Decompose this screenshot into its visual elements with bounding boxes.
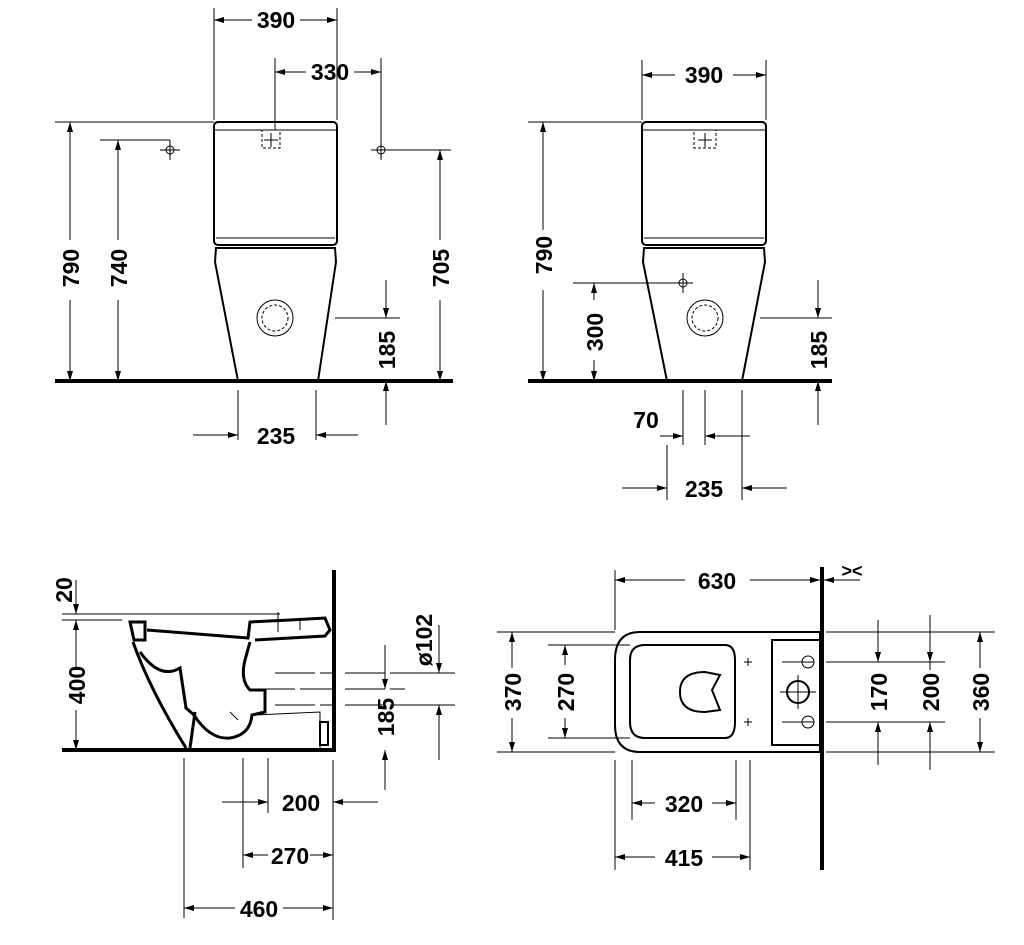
dim-270: 270 <box>553 673 579 711</box>
bowl-trap <box>131 641 267 749</box>
dim-185: 185 <box>806 331 832 370</box>
dim-400: 400 <box>64 666 90 704</box>
dim-740: 740 <box>106 249 132 287</box>
outlet-circle <box>256 299 294 337</box>
dim-320: 320 <box>665 791 703 817</box>
dim-200: 200 <box>918 673 944 711</box>
flush-button-icon <box>261 129 281 149</box>
bowl-outline <box>614 631 821 753</box>
front-view: 390 330 790 740 705 185 235 <box>55 7 454 449</box>
dim-390: 390 <box>685 62 723 88</box>
dim-200: 200 <box>282 790 320 816</box>
bowl-rim <box>128 616 332 642</box>
dim-300: 300 <box>582 313 608 351</box>
side-view: 390 790 300 185 70 235 <box>528 60 832 502</box>
wall-gap-symbol: >< <box>841 561 862 581</box>
dim-460: 460 <box>240 896 278 922</box>
bowl <box>213 247 338 382</box>
dim-330: 330 <box>311 59 349 85</box>
dim-20: 20 <box>51 577 77 603</box>
dim-370: 370 <box>500 673 526 711</box>
dim-270: 270 <box>271 843 309 869</box>
dim-235: 235 <box>685 476 724 502</box>
section-view: 20 400 ø102 185 200 270 460 <box>51 570 455 922</box>
dim-360: 360 <box>968 673 994 711</box>
dim-415: 415 <box>665 845 704 871</box>
cistern <box>641 121 767 246</box>
bowl <box>641 247 767 382</box>
dim-170: 170 <box>866 673 892 711</box>
dim-630: 630 <box>698 568 736 594</box>
dim-235: 235 <box>257 423 296 449</box>
dim-185: 185 <box>374 331 400 370</box>
dim-185: 185 <box>373 698 399 737</box>
seat-opening <box>629 644 736 739</box>
cistern <box>771 639 821 746</box>
dim-790: 790 <box>531 236 557 274</box>
flush-button-icon <box>693 129 717 149</box>
dim-70: 70 <box>633 407 659 433</box>
plan-view: 630 >< 370 270 170 200 360 320 415 <box>497 561 995 871</box>
dim-390: 390 <box>257 7 295 33</box>
dim-705: 705 <box>428 249 454 288</box>
outlet-circle <box>686 299 724 337</box>
dim-790: 790 <box>58 249 84 287</box>
dim-d102: ø102 <box>411 614 437 666</box>
